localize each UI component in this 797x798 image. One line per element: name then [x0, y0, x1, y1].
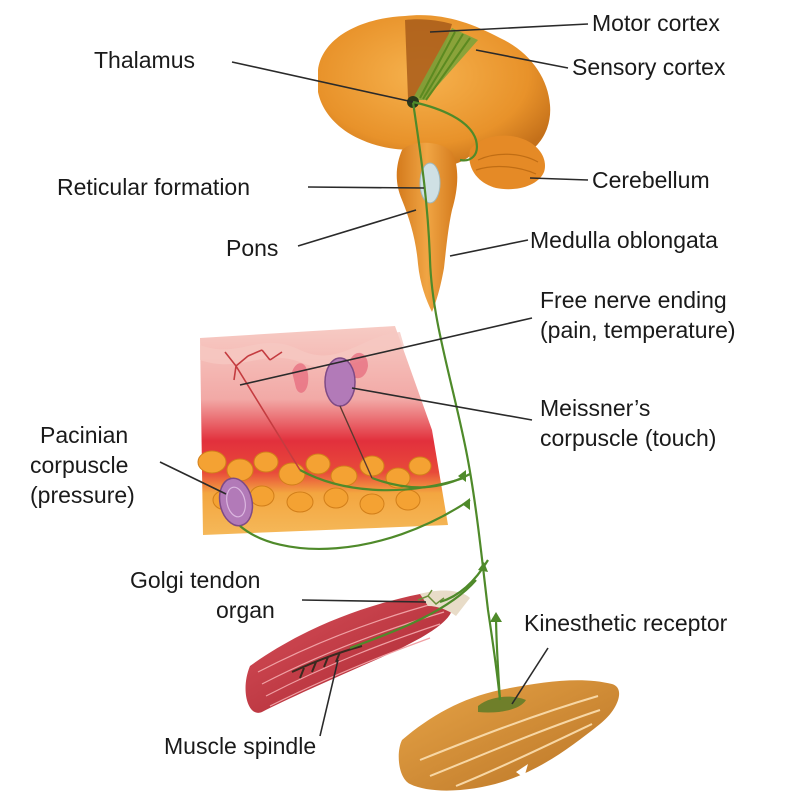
label-kinesthetic-receptor: Kinesthetic receptor	[524, 610, 728, 636]
label-sensory-cortex: Sensory cortex	[572, 54, 726, 80]
brain	[318, 15, 550, 312]
leader-medulla	[450, 240, 528, 256]
label-medulla-oblongata: Medulla oblongata	[530, 227, 718, 253]
arrow-head-2	[462, 498, 470, 510]
label-golgi-line1: Golgi tendon	[130, 567, 260, 593]
label-free-nerve-ending-line2: (pain, temperature)	[540, 317, 736, 343]
joint-limb	[399, 680, 619, 790]
label-free-nerve-ending-line1: Free nerve ending	[540, 287, 727, 313]
label-golgi-line2: organ	[216, 597, 275, 623]
label-meissner-line1: Meissner’s	[540, 395, 650, 421]
muscle	[246, 590, 470, 713]
label-pacinian-line1: Pacinian	[40, 422, 128, 448]
label-motor-cortex: Motor cortex	[592, 10, 720, 36]
leader-reticular-formation	[308, 187, 424, 188]
label-meissner-line2: corpuscle (touch)	[540, 425, 716, 451]
label-pons: Pons	[226, 235, 278, 261]
label-pacinian-line3: (pressure)	[30, 482, 135, 508]
leader-pons	[298, 210, 416, 246]
label-cerebellum: Cerebellum	[592, 167, 710, 193]
skin-section	[198, 326, 448, 535]
label-reticular-formation: Reticular formation	[57, 174, 250, 200]
label-pacinian-line2: corpuscle	[30, 452, 128, 478]
leader-cerebellum	[530, 178, 588, 180]
label-muscle-spindle: Muscle spindle	[164, 733, 316, 759]
label-thalamus: Thalamus	[94, 47, 195, 73]
muscle-belly	[246, 593, 453, 713]
arrow-head-4	[490, 612, 502, 622]
